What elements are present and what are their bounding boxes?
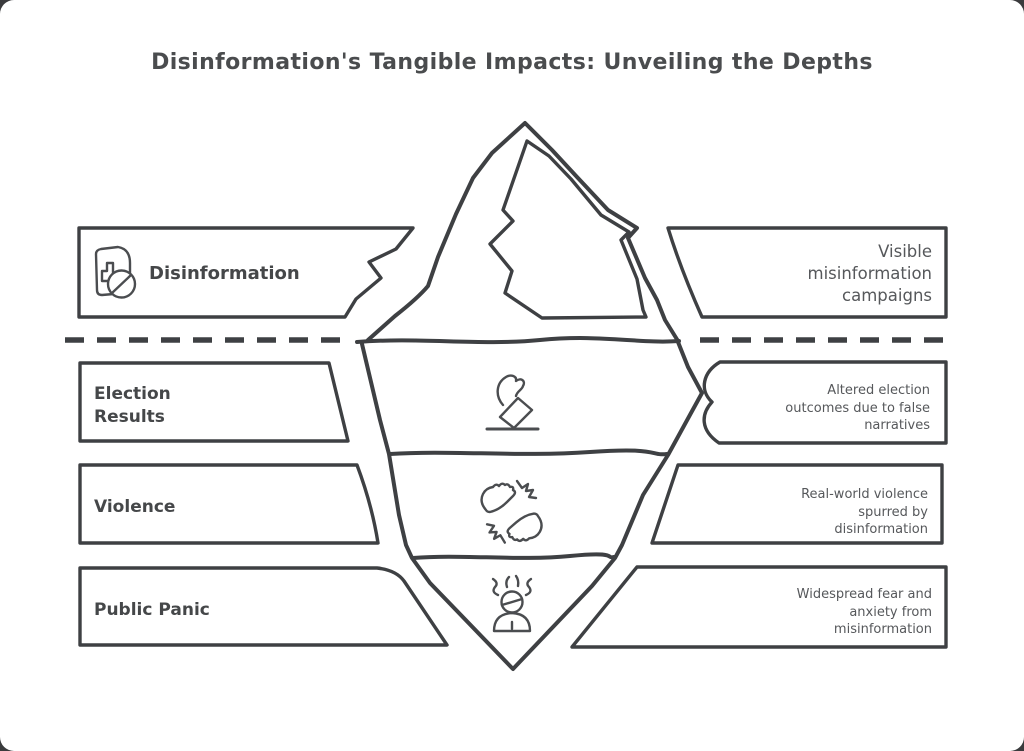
desc-card-panic-shape	[570, 565, 948, 649]
label-card-violence-shape	[78, 463, 380, 545]
label-election-results: Election Results	[94, 384, 171, 427]
panicked-person-icon	[491, 574, 533, 633]
label-violence: Violence	[94, 497, 176, 517]
iceberg-facet-line	[488, 139, 648, 320]
blocked-report-icon	[94, 245, 137, 299]
label-disinformation: Disinformation	[149, 263, 300, 284]
desc-violence: Real-world violence spurred by disinform…	[801, 487, 928, 537]
band-divider-2	[411, 552, 616, 560]
iceberg-below-water-outline	[360, 340, 704, 671]
label-card-panic-shape	[78, 566, 449, 647]
label-card-election-shape	[78, 361, 350, 443]
waterline-solid-across-iceberg	[355, 336, 681, 345]
ballot-box-icon	[485, 374, 540, 431]
desc-card-election-shape	[702, 360, 948, 445]
page-title: Disinformation's Tangible Impacts: Unvei…	[151, 50, 873, 75]
desc-card-surface-shape	[666, 226, 948, 319]
desc-public-panic: Widespread fear and anxiety from misinfo…	[796, 587, 932, 637]
desc-card-violence-shape	[650, 463, 944, 545]
band-divider-1	[388, 448, 669, 457]
desc-election-results: Altered election outcomes due to false n…	[785, 383, 930, 433]
desc-surface: Visible misinformation campaigns	[807, 242, 932, 305]
label-card-disinformation-shape	[77, 226, 415, 319]
iceberg-above-water-outline	[366, 121, 680, 343]
label-public-panic: Public Panic	[94, 600, 210, 620]
conflict-fists-icon	[480, 479, 544, 547]
